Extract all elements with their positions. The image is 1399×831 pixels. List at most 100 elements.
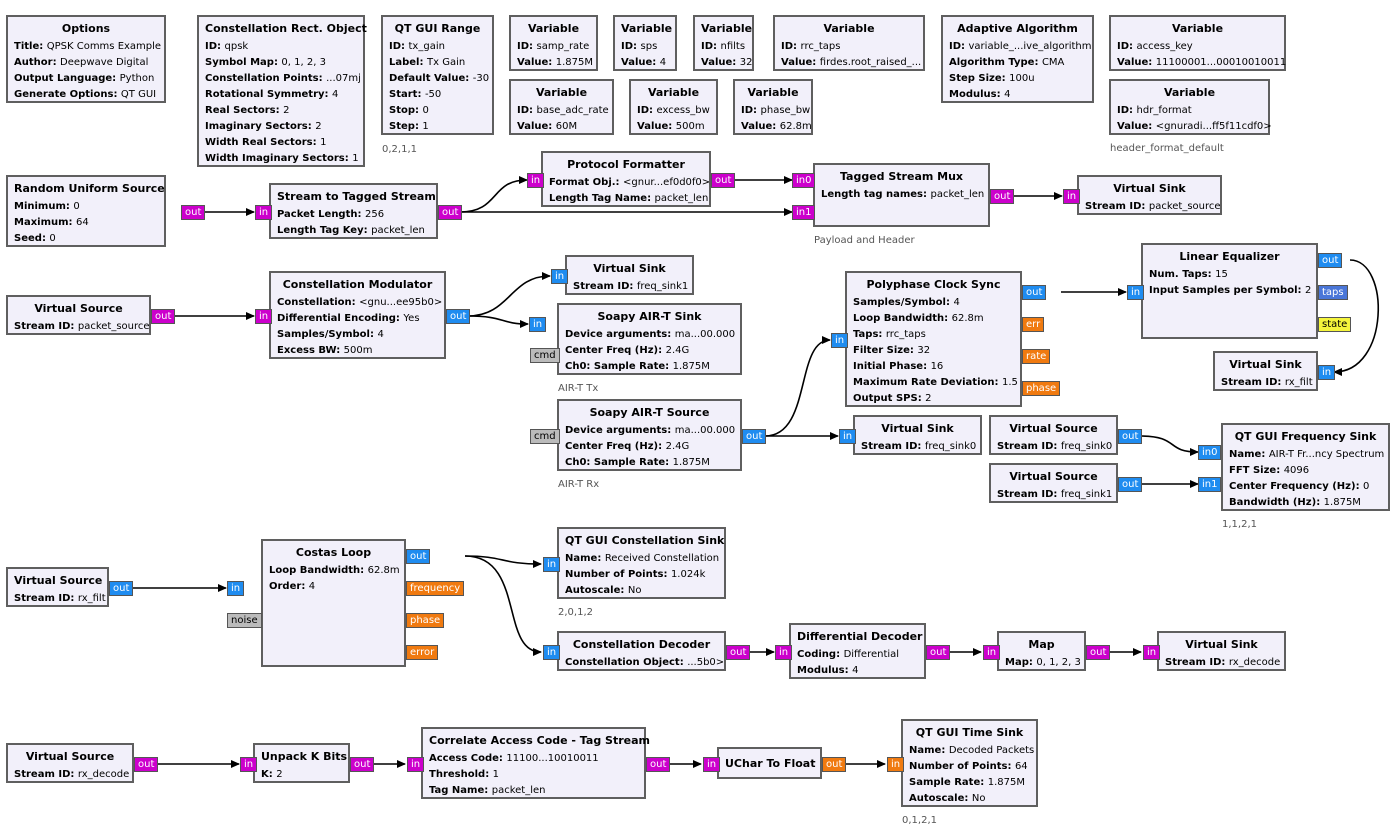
block-var-samp-rate[interactable]: VariableIDsamp_rateValue1.875M (509, 15, 598, 71)
block-uchar-to-float[interactable]: UChar To Float (717, 747, 822, 779)
port-polyphase-clock-sync-out[interactable]: out (1022, 285, 1047, 300)
port-qt-gui-constellation-sink-in[interactable]: in (543, 557, 561, 572)
port-protocol-formatter-in[interactable]: in (527, 173, 545, 188)
port-linear-equalizer-out[interactable]: out (1318, 253, 1343, 268)
block-var-access-key[interactable]: VariableIDaccess_keyValue11100001...0001… (1109, 15, 1286, 71)
port-random-uniform-source-out[interactable]: out (181, 205, 206, 220)
block-var-base-adc-rate[interactable]: VariableIDbase_adc_rateValue60M (509, 79, 614, 135)
block-adaptive-algorithm[interactable]: Adaptive AlgorithmIDvariable_...ive_algo… (941, 15, 1094, 103)
port-linear-equalizer-in[interactable]: in (1127, 285, 1145, 300)
param-key: Minimum (14, 201, 73, 212)
port-soapy-airt-sink-cmd[interactable]: cmd (530, 348, 560, 363)
port-constellation-decoder-out[interactable]: out (726, 645, 751, 660)
port-differential-decoder-out[interactable]: out (926, 645, 951, 660)
port-vsink-freq-sink0-in[interactable]: in (839, 429, 857, 444)
port-costas-loop-in[interactable]: in (227, 581, 245, 596)
port-qt-gui-time-sink-in[interactable]: in (887, 757, 905, 772)
port-unpack-k-bits-out[interactable]: out (350, 757, 375, 772)
block-constellation-rect[interactable]: Constellation Rect. ObjectIDqpskSymbol M… (197, 15, 367, 167)
port-qt-gui-freq-sink-in1[interactable]: in1 (1198, 477, 1222, 492)
block-qt-gui-range[interactable]: QT GUI RangeIDtx_gainLabelTx GainDefault… (381, 15, 494, 135)
port-costas-loop-phase[interactable]: phase (406, 613, 445, 628)
port-constellation-decoder-in[interactable]: in (543, 645, 561, 660)
port-costas-loop-noise[interactable]: noise (227, 613, 262, 628)
port-vsink-rx-decode-in[interactable]: in (1143, 645, 1161, 660)
block-unpack-k-bits[interactable]: Unpack K BitsK2 (253, 743, 350, 783)
port-uchar-to-float-in[interactable]: in (703, 757, 721, 772)
port-protocol-formatter-out[interactable]: out (711, 173, 736, 188)
port-soapy-airt-source-cmd[interactable]: cmd (530, 429, 560, 444)
block-qt-gui-time-sink[interactable]: QT GUI Time SinkNameDecoded PacketsNumbe… (901, 719, 1038, 807)
port-differential-decoder-in[interactable]: in (775, 645, 793, 660)
port-map-in[interactable]: in (983, 645, 1001, 660)
port-vsrc-packet-source-out[interactable]: out (151, 309, 176, 324)
port-stream-to-tagged-in[interactable]: in (255, 205, 273, 220)
port-qt-gui-freq-sink-in0[interactable]: in0 (1198, 445, 1222, 460)
port-linear-equalizer-state[interactable]: state (1318, 317, 1352, 332)
port-vsrc-freq-sink0-out[interactable]: out (1118, 429, 1143, 444)
block-var-phase-bw[interactable]: VariableIDphase_bwValue62.8m (733, 79, 813, 135)
block-map[interactable]: MapMap0, 1, 2, 3 (997, 631, 1086, 671)
port-polyphase-clock-sync-in[interactable]: in (831, 333, 849, 348)
param-key: ID (781, 41, 801, 52)
port-polyphase-clock-sync-phase[interactable]: phase (1022, 381, 1061, 396)
block-polyphase-clock-sync[interactable]: Polyphase Clock SyncSamples/Symbol4Loop … (845, 271, 1022, 407)
port-vsink-freq-sink1-in[interactable]: in (551, 269, 569, 284)
port-tagged-stream-mux-out[interactable]: out (990, 189, 1015, 204)
block-differential-decoder[interactable]: Differential DecoderCodingDifferentialMo… (789, 623, 926, 679)
block-constellation-modulator[interactable]: Constellation ModulatorConstellation<gnu… (269, 271, 446, 359)
port-polyphase-clock-sync-rate[interactable]: rate (1022, 349, 1051, 364)
port-uchar-to-float-out[interactable]: out (822, 757, 847, 772)
port-soapy-airt-source-out[interactable]: out (742, 429, 767, 444)
block-qt-gui-freq-sink[interactable]: QT GUI Frequency SinkNameAIR-T Fr...ncy … (1221, 423, 1390, 511)
port-costas-loop-error[interactable]: error (406, 645, 439, 660)
port-correlate-access-code-out[interactable]: out (646, 757, 671, 772)
port-constellation-modulator-out[interactable]: out (446, 309, 471, 324)
port-soapy-airt-sink-in[interactable]: in (529, 317, 547, 332)
block-var-sps[interactable]: VariableIDspsValue4 (613, 15, 677, 71)
block-qt-gui-constellation-sink[interactable]: QT GUI Constellation SinkNameReceived Co… (557, 527, 726, 599)
port-vsrc-freq-sink1-out[interactable]: out (1118, 477, 1143, 492)
port-tagged-stream-mux-in0[interactable]: in0 (792, 173, 816, 188)
block-random-uniform-source[interactable]: Random Uniform SourceMinimum0Maximum64Se… (6, 175, 166, 247)
port-polyphase-clock-sync-err[interactable]: err (1022, 317, 1045, 332)
port-unpack-k-bits-in[interactable]: in (240, 757, 258, 772)
port-tagged-stream-mux-in1[interactable]: in1 (792, 205, 816, 220)
port-vsrc-rx-filt-out[interactable]: out (109, 581, 134, 596)
block-var-rrc-taps[interactable]: VariableIDrrc_tapsValuefirdes.root_raise… (773, 15, 925, 71)
block-var-excess-bw[interactable]: VariableIDexcess_bwValue500m (629, 79, 718, 135)
port-constellation-modulator-in[interactable]: in (255, 309, 273, 324)
block-options[interactable]: OptionsTitleQPSK Comms ExampleAuthorDeep… (6, 15, 166, 103)
port-vsink-rx-filt-in[interactable]: in (1318, 365, 1336, 380)
port-map-out[interactable]: out (1086, 645, 1111, 660)
port-stream-to-tagged-out[interactable]: out (438, 205, 463, 220)
block-var-hdr-format[interactable]: VariableIDhdr_formatValue<gnuradi...ff5f… (1109, 79, 1272, 135)
port-costas-loop-frequency[interactable]: frequency (406, 581, 465, 596)
port-costas-loop-out[interactable]: out (406, 549, 431, 564)
port-linear-equalizer-taps[interactable]: taps (1318, 285, 1348, 300)
port-correlate-access-code-in[interactable]: in (407, 757, 425, 772)
port-vsrc-rx-decode-out[interactable]: out (134, 757, 159, 772)
port-vsink-packet-source-in[interactable]: in (1063, 189, 1081, 204)
block-var-nfilts[interactable]: VariableIDnfiltsValue32 (693, 15, 754, 71)
